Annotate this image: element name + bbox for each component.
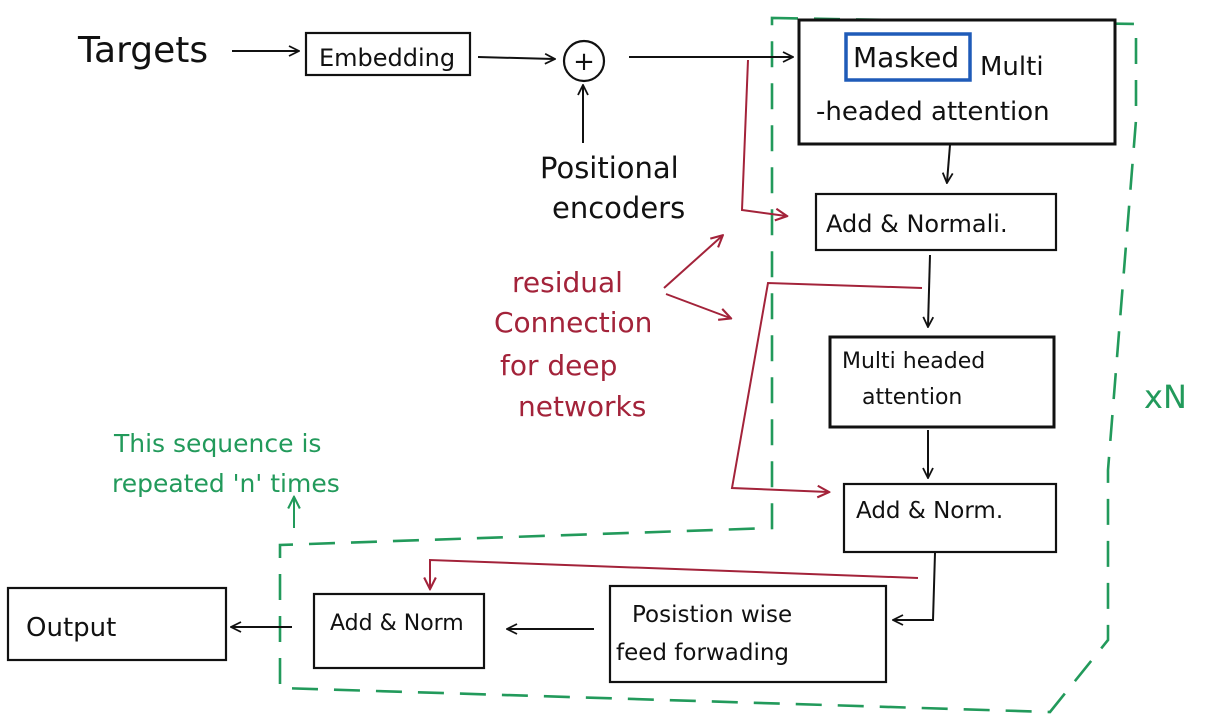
mha-label-line1: Multi headed <box>842 349 985 374</box>
residual-pointer-down <box>665 293 730 318</box>
residual-path-2 <box>730 281 923 492</box>
add-norm-box-3 <box>312 592 486 670</box>
residual-label-line4: networks <box>518 390 646 423</box>
residual-label-line2: Connection <box>494 306 652 339</box>
add-norm-label-3: Add & Norm <box>330 611 464 636</box>
mha-label-line2: attention <box>862 385 962 410</box>
masked-label: Masked <box>853 41 959 74</box>
embedding-label: Embedding <box>319 44 455 72</box>
arrow-embedding-sum <box>477 57 554 59</box>
feed-forward-box <box>608 584 888 684</box>
positional-label-line1: Positional <box>540 151 679 185</box>
masked-highlight <box>844 32 972 82</box>
arrow-masked-addnorm <box>947 144 950 182</box>
ffn-label-line2: feed forwading <box>616 640 789 666</box>
add-norm-label-2: Add & Norm. <box>856 498 1003 524</box>
arrow-addnorm-ffn <box>894 552 936 620</box>
embedding-box <box>304 31 472 77</box>
arrow-addnorm-mha <box>928 254 930 326</box>
repeat-note-line1: This sequence is <box>113 429 321 458</box>
residual-label-line1: residual <box>512 266 623 299</box>
xn-label: xN <box>1144 378 1187 416</box>
multi-headed-attention-box <box>828 335 1056 429</box>
sum-plus-sign: + <box>573 47 595 77</box>
multi-label: Multi <box>980 52 1044 82</box>
positional-label-line2: encoders <box>552 191 685 225</box>
repeat-note-line2: repeated 'n' times <box>112 469 340 498</box>
output-label: Output <box>26 613 116 643</box>
sum-node <box>562 39 606 83</box>
add-normalize-box-1 <box>814 192 1058 252</box>
residual-path-1 <box>740 59 786 216</box>
repeat-block-outline <box>278 16 1138 714</box>
ffn-label-line1: Posistion wise <box>632 602 792 628</box>
add-normalize-label-1: Add & Normali. <box>826 210 1008 238</box>
masked-attention-box <box>797 18 1117 146</box>
residual-pointer-up <box>663 236 722 289</box>
residual-path-3 <box>430 558 919 588</box>
residual-label-line3: for deep <box>500 349 617 382</box>
headed-attention-label: -headed attention <box>816 97 1050 127</box>
output-box <box>6 586 228 662</box>
targets-label: Targets <box>77 30 208 71</box>
add-norm-box-2 <box>842 482 1058 554</box>
